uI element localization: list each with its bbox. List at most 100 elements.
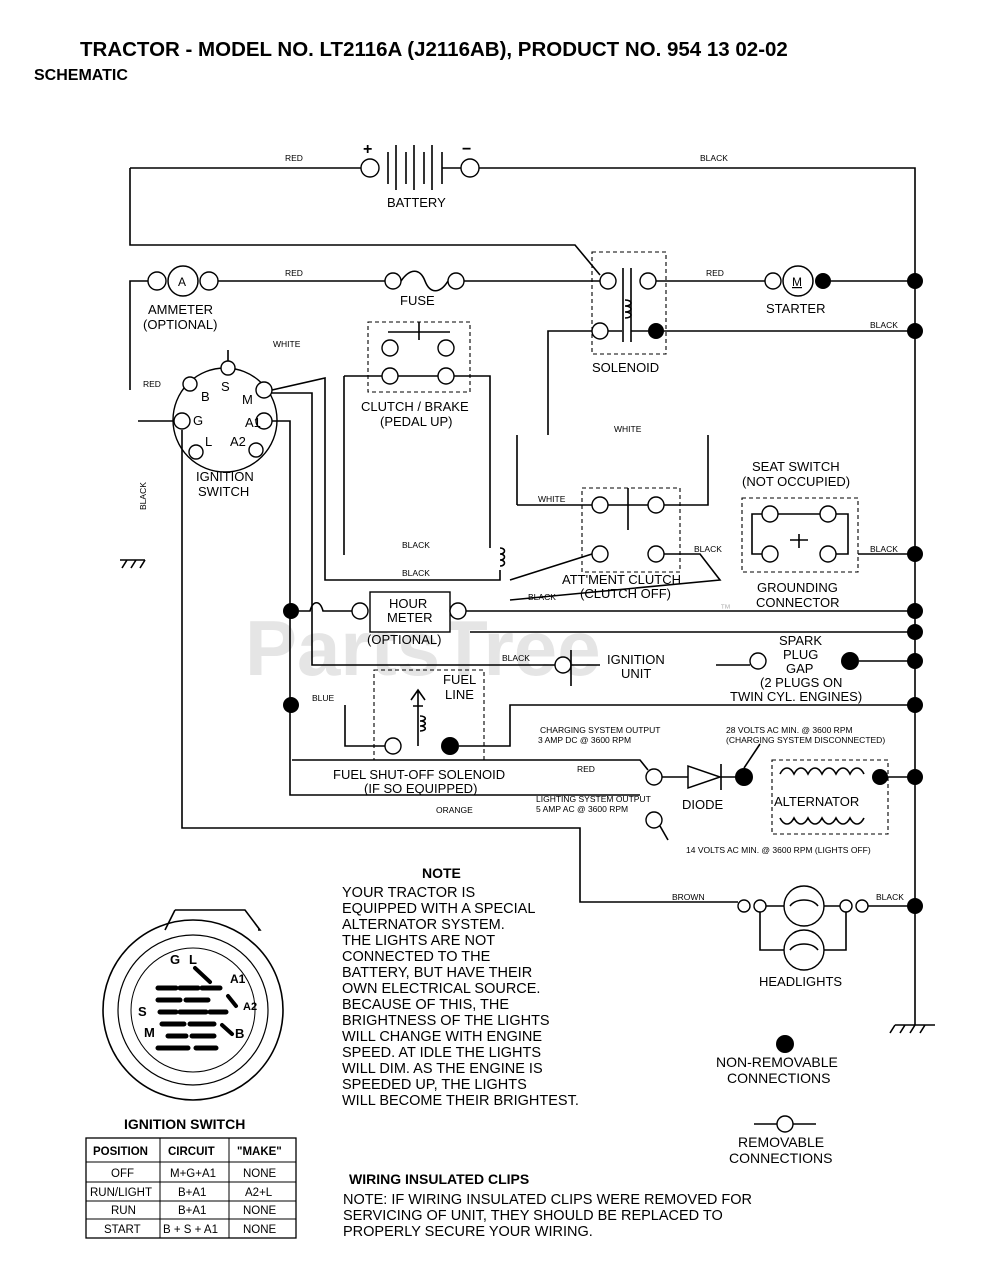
ign-terminal-g: G [193,413,203,428]
charging-output-2: 3 AMP DC @ 3600 RPM [538,735,631,745]
main-feed: A AMMETER (OPTIONAL) FUSE RED RED [129,265,600,390]
spark-plug-label-5: TWIN CYL. ENGINES) [730,689,862,704]
starter-symbol: M [792,275,802,289]
wire-label-red-battery: RED [285,153,303,163]
clips-line-2: PROPERLY SECURE YOUR WIRING. [343,1224,593,1240]
wire-label-red-left: RED [143,379,161,389]
ignition-unit-label-2: UNIT [621,666,651,681]
wire-label-black-battery: BLACK [700,153,728,163]
hour-meter-label-2: METER [387,610,433,625]
ign-terminal-a1: A1 [245,415,261,430]
legend-non-removable-2: CONNECTIONS [727,1070,830,1086]
ignition-switch-label-2: SWITCH [198,484,249,499]
detail-label-a2: A2 [243,1001,257,1013]
solenoid-label: SOLENOID [592,360,659,375]
lights-off-label: 14 VOLTS AC MIN. @ 3600 RPM (LIGHTS OFF) [686,845,871,855]
note-line-11: WILL DIM. AS THE ENGINE IS [342,1061,543,1077]
battery: + − BATTERY RED BLACK [129,141,728,276]
legend: NON-REMOVABLE CONNECTIONS REMOVABLE CONN… [716,1035,838,1166]
table-cell-3-2: NONE [243,1224,277,1236]
note-line-3: THE LIGHTS ARE NOT [342,933,495,949]
solenoid: SOLENOID RED BLACK [547,251,915,435]
table-cell-0-1: M+G+A1 [170,1168,216,1180]
charging-disc-2: (CHARGING SYSTEM DISCONNECTED) [726,735,885,745]
clips-line-1: SERVICING OF UNIT, THEY SHOULD BE REPLAC… [343,1208,723,1224]
clutch-brake-label-2: (PEDAL UP) [380,414,452,429]
lighting-output-1: LIGHTING SYSTEM OUTPUT [536,794,651,804]
wire-label-black-ign-unit: BLACK [502,653,530,663]
detail-label-b: B [235,1026,244,1041]
detail-label-a1: A1 [230,972,246,986]
wire-label-black-clutch2: BLACK [528,592,556,602]
clips-line-0: NOTE: IF WIRING INSULATED CLIPS WERE REM… [343,1192,752,1208]
seat-switch-label-1: SEAT SWITCH [752,459,840,474]
ign-terminal-a2: A2 [230,434,246,449]
grounding-connector-label-1: GROUNDING [757,580,838,595]
detail-label-g: G [170,952,180,967]
ign-terminal-b: B [201,389,210,404]
table-header-make: "MAKE" [237,1146,282,1158]
wire-label-black-solenoid: BLACK [870,320,898,330]
wire-label-white-ign: WHITE [273,339,301,349]
wire-label-white-clutch: WHITE [538,494,566,504]
table-cell-2-1: B+A1 [178,1205,206,1217]
wire-label-red-fuse: RED [285,268,303,278]
note-line-8: BRIGHTNESS OF THE LIGHTS [342,1013,550,1029]
fuel-solenoid-label-2: (IF SO EQUIPPED) [364,781,477,796]
starter-label: STARTER [766,301,825,316]
note-line-13: WILL BECOME THEIR BRIGHTEST. [342,1093,579,1109]
attachment-clutch: ATT'MENT CLUTCH (CLUTCH OFF) WHITE WHITE… [402,424,722,602]
note-line-12: SPEEDED UP, THE LIGHTS [342,1077,527,1093]
headlights-label: HEADLIGHTS [759,974,842,989]
battery-label: BATTERY [387,195,446,210]
detail-label-l: L [189,952,197,967]
hour-meter-label-1: HOUR [389,596,427,611]
ground-dots [907,273,923,914]
clutch-brake-switch: CLUTCH / BRAKE (PEDAL UP) [343,321,491,555]
wire-label-black-mid: BLACK [402,540,430,550]
ammeter-label-2: (OPTIONAL) [143,317,217,332]
wire-label-black-clutch: BLACK [694,544,722,554]
diode-label: DIODE [682,797,724,812]
grounding-connector-label-2: CONNECTOR [756,595,840,610]
table-cell-0-0: OFF [111,1168,134,1180]
wire-label-red-starter: RED [706,268,724,278]
spark-plug-label-3: GAP [786,661,813,676]
table-cell-1-2: A2+L [245,1187,273,1199]
ign-terminal-s: S [221,379,230,394]
legend-removable-1: REMOVABLE [738,1134,824,1150]
ignition-unit-label-1: IGNITION [607,652,665,667]
hour-meter: HOUR METER (OPTIONAL) [283,591,915,647]
clips-note: WIRING INSULATED CLIPS NOTE: IF WIRING I… [343,1171,752,1240]
ignition-unit: IGNITION UNIT SPARK PLUG GAP (2 PLUGS ON… [470,631,915,704]
note-line-5: BATTERY, BUT HAVE THEIR [342,965,532,981]
battery-minus: − [462,141,471,158]
wire-label-black-vertical: BLACK [138,482,148,510]
charging-disc-1: 28 VOLTS AC MIN. @ 3600 RPM [726,725,853,735]
ignition-detail-title: IGNITION SWITCH [124,1116,245,1132]
table-header-circuit: CIRCUIT [168,1146,215,1158]
note-line-10: SPEED. AT IDLE THE LIGHTS [342,1045,541,1061]
table-cell-0-2: NONE [243,1168,277,1180]
battery-plus: + [363,141,372,158]
note-line-2: ALTERNATOR SYSTEM. [342,917,505,933]
wire-label-black-headlights: BLACK [876,892,904,902]
fuel-solenoid-label-1: FUEL SHUT-OFF SOLENOID [333,767,505,782]
wire-label-brown: BROWN [672,892,705,902]
note-heading: NOTE [422,865,461,881]
page-title: TRACTOR - MODEL NO. LT2116A (J2116AB), P… [80,38,788,61]
starter: M STARTER [764,265,915,316]
wire-label-white-top: WHITE [614,424,642,434]
ground-bus [470,167,935,1034]
spark-plug-label-4: (2 PLUGS ON [760,675,842,690]
table-cell-3-1: B + S + A1 [163,1224,218,1236]
note-line-4: CONNECTED TO THE [342,949,491,965]
note-line-6: OWN ELECTRICAL SOURCE. [342,981,540,997]
alternator-label: ALTERNATOR [774,794,859,809]
hour-meter-label-3: (OPTIONAL) [367,632,441,647]
note-line-0: YOUR TRACTOR IS [342,885,475,901]
seat-switch-label-2: (NOT OCCUPIED) [742,474,850,489]
legend-non-removable-1: NON-REMOVABLE [716,1054,838,1070]
